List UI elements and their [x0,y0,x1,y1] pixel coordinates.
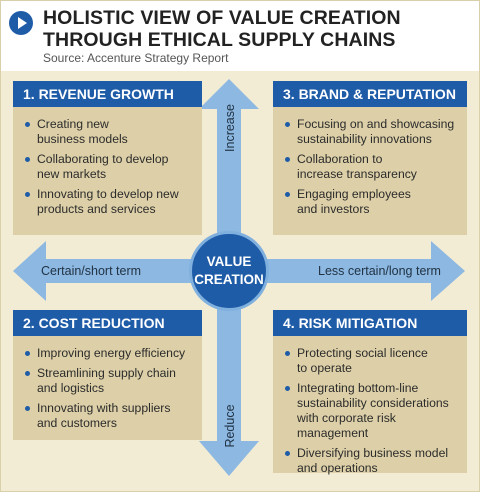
item-text: Creating new [37,117,109,131]
quadrant-title: 3. BRAND & REPUTATION [273,81,467,107]
arrow-label-right: Less certain/long term [318,264,441,278]
hub-label-line-2: CREATION [194,272,264,287]
item-text: increase transparency [297,167,417,181]
item-text: and investors [297,202,370,216]
quadrant-brand-reputation: 3. BRAND & REPUTATION Focusing on and sh… [273,81,467,235]
bullet-icon [25,122,30,127]
item-text: and logistics [37,381,105,395]
item-text: Innovating with suppliers [37,401,171,415]
bullet-icon [25,406,30,411]
quadrant-risk-mitigation: 4. RISK MITIGATION Protecting social lic… [273,310,467,476]
quadrant-title: 1. REVENUE GROWTH [13,81,202,107]
bullet-icon [25,351,30,356]
item-text: to operate [297,361,352,375]
item-text: sustainability innovations [297,132,432,146]
item-text: new markets [37,167,107,181]
item-text: Innovating to develop new [37,187,179,201]
bullet-icon [285,122,290,127]
quadrant-title: 4. RISK MITIGATION [273,310,467,336]
item-text: with corporate risk management [297,411,396,440]
bullet-icon [285,386,290,391]
item-text: Focusing on and showcasing [297,117,455,131]
title-line-2: THROUGH ETHICAL SUPPLY CHAINS [43,29,396,51]
item-text: products and services [37,202,156,216]
arrow-label-left: Certain/short term [41,264,142,278]
bullet-icon [285,192,290,197]
arrow-label-down: Reduce [223,404,237,448]
header: HOLISTIC VIEW OF VALUE CREATION THROUGH … [1,1,479,71]
bullet-icon [285,451,290,456]
item-text: and customers [37,416,117,430]
item-text: Collaborating to develop [37,152,169,166]
quadrant-cost-reduction: 2. COST REDUCTION Improving energy effic… [13,310,202,440]
quadrant-title: 2. COST REDUCTION [13,310,202,336]
title-line-1: HOLISTIC VIEW OF VALUE CREATION [43,7,401,29]
bullet-icon [285,351,290,356]
item-text: Protecting social licence [297,346,428,360]
item-text: Collaboration to [297,152,383,166]
item-text: Diversifying business model [297,446,449,460]
list-item: Improving energy efficiency [25,346,198,361]
item-text: Integrating bottom-line [297,381,419,395]
item-text: business models [37,132,128,146]
bullet-icon [25,371,30,376]
value-creation-hub: VALUE CREATION [189,231,269,311]
item-text: and operations [297,461,378,475]
item-text: Engaging employees [297,187,411,201]
bullet-icon [285,157,290,162]
item-text: Streamlining supply chain [37,366,176,380]
item-text: Improving energy efficiency [37,346,186,360]
bullet-icon [25,192,30,197]
arrow-label-up: Increase [223,104,237,152]
source-note: Source: Accenture Strategy Report [43,51,229,65]
item-text: sustainability considerations [297,396,449,410]
hub-label-line-1: VALUE [206,254,252,269]
bullet-icon [25,157,30,162]
play-icon [9,11,33,35]
page-title: HOLISTIC VIEW OF VALUE CREATION THROUGH … [43,7,401,51]
